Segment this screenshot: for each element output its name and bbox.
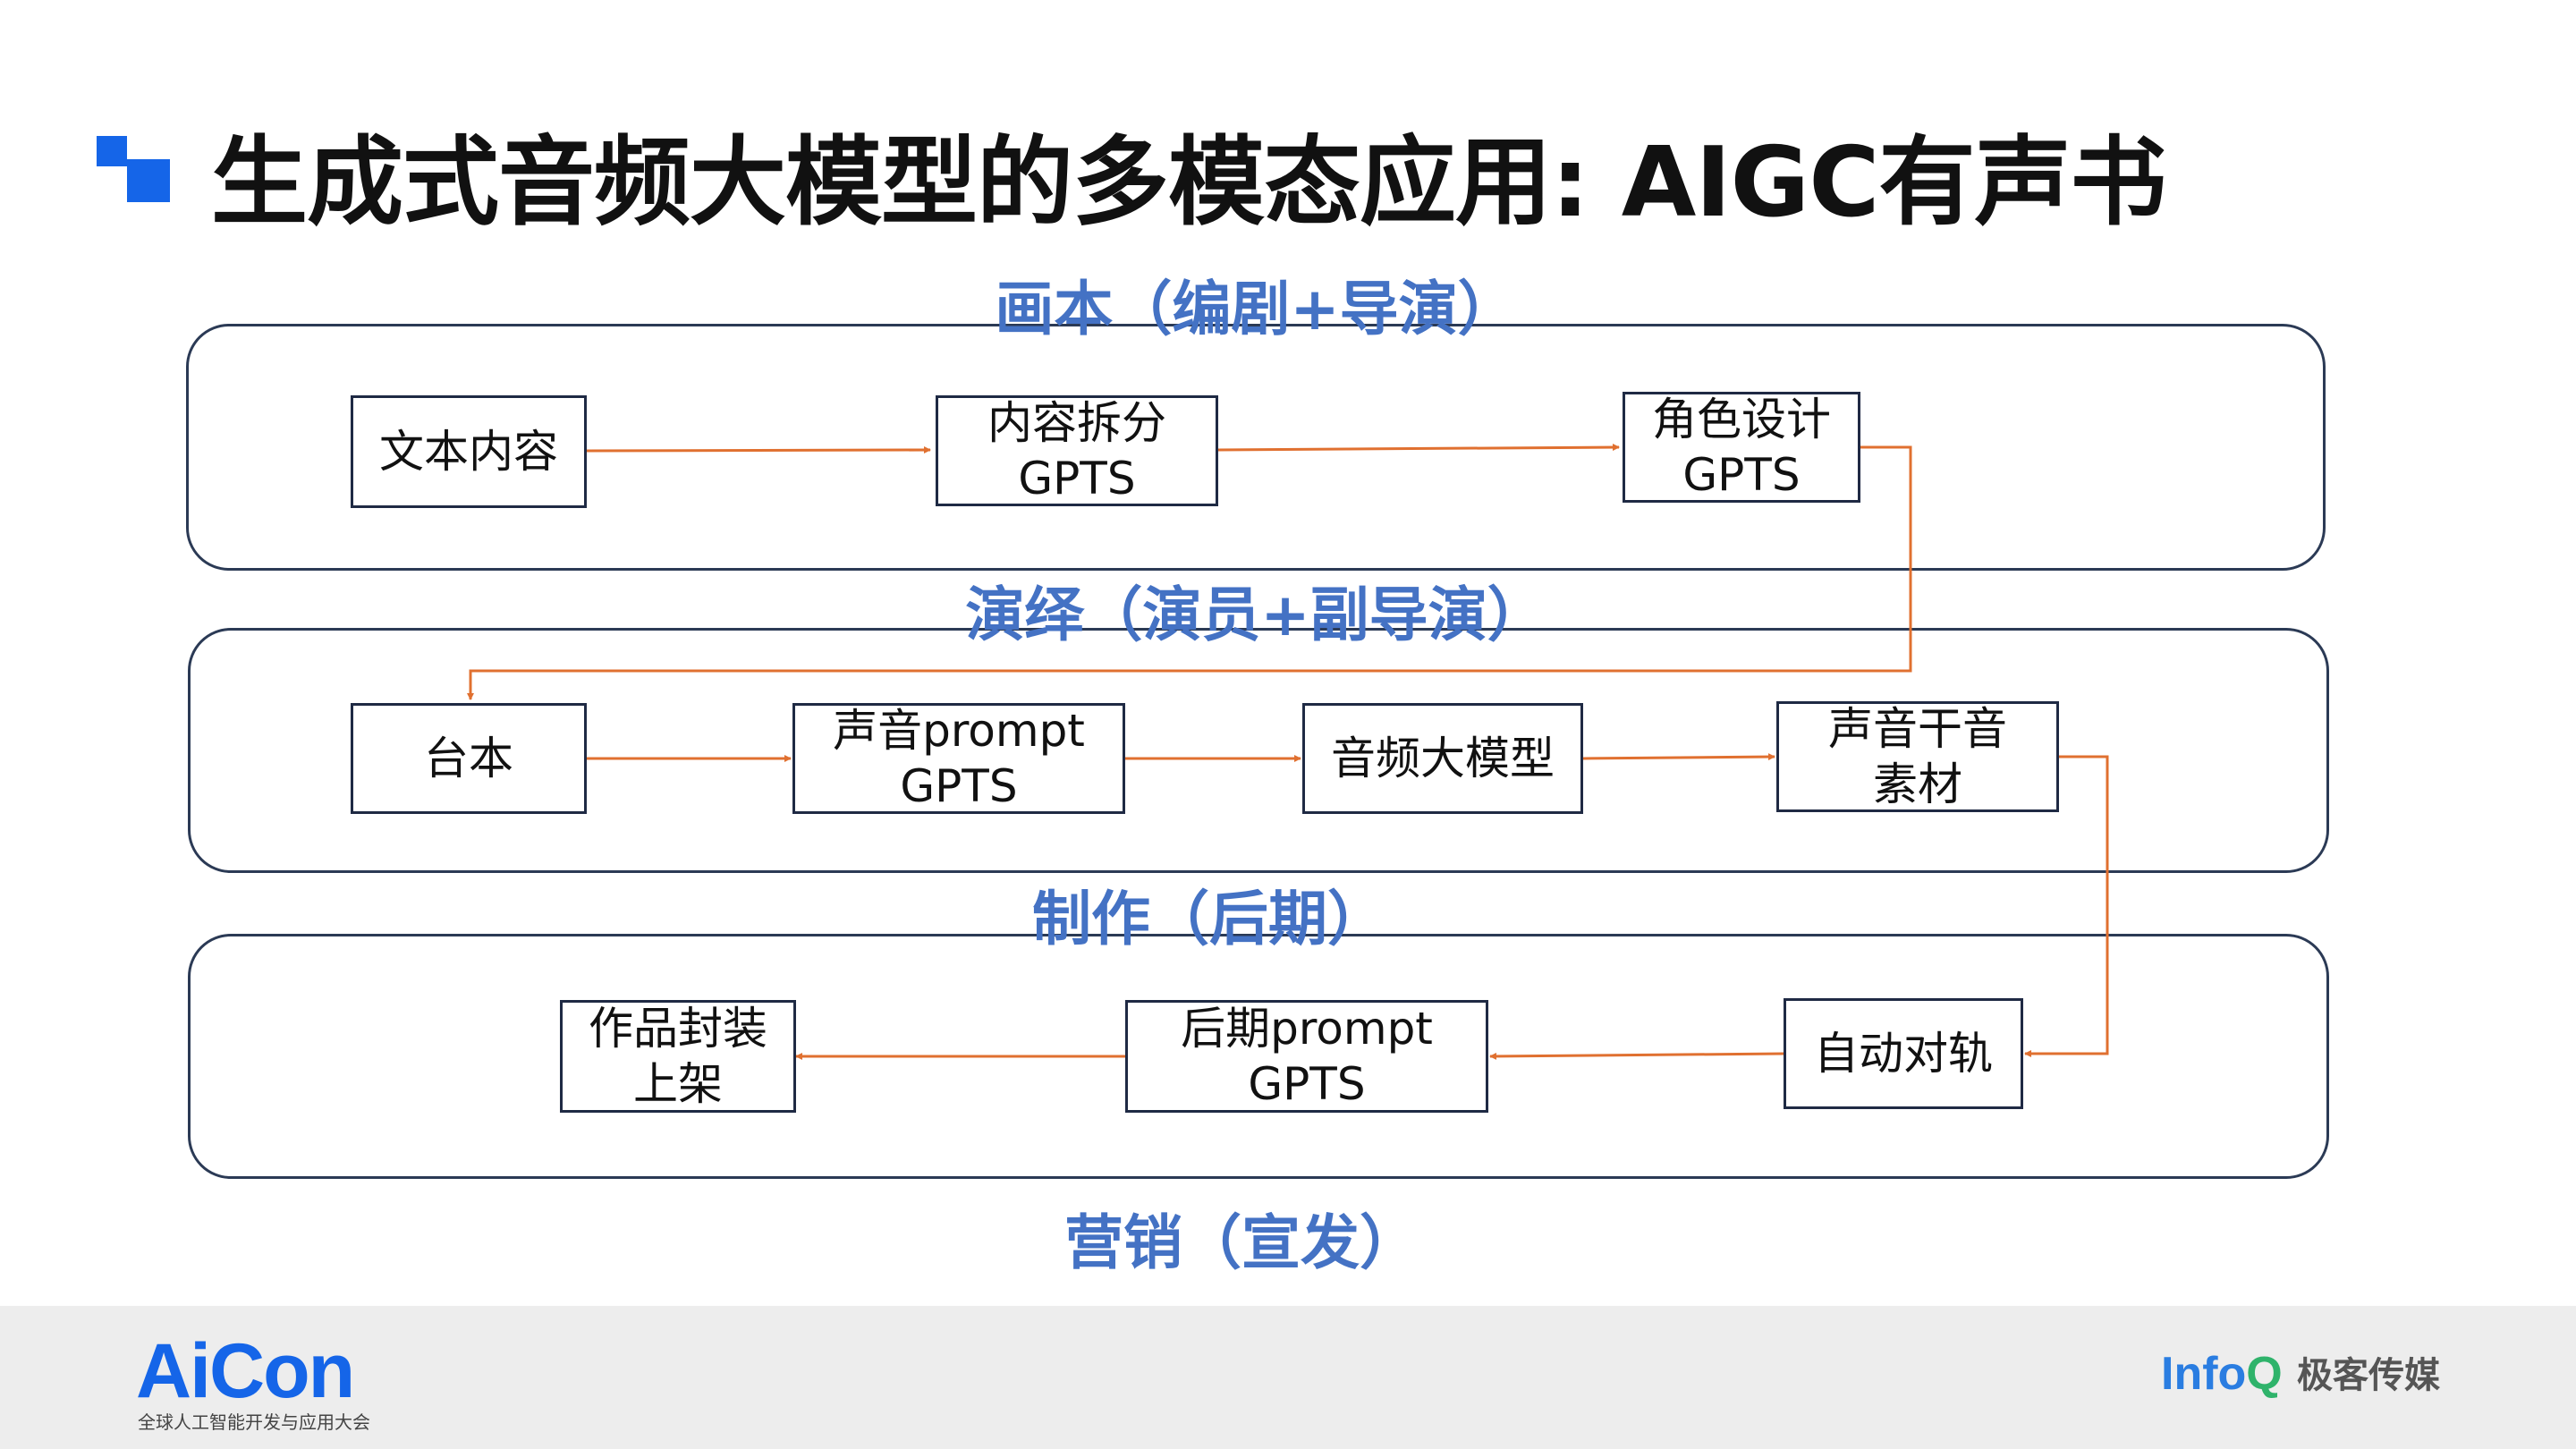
node-dry-voice: 声音干音 素材: [1776, 701, 2059, 812]
section-perform-label: 演绎（演员+副导演）: [965, 580, 1546, 649]
section-marketing-label: 营销（宣发）: [1064, 1208, 1419, 1277]
node-role-design: 角色设计 GPTS: [1623, 392, 1860, 503]
node-voice-prompt: 声音prompt GPTS: [792, 703, 1125, 814]
node-post-prompt: 后期prompt GPTS: [1125, 1000, 1488, 1113]
infoq-logo: InfoQ: [2161, 1348, 2283, 1400]
aicon-subtitle: 全球人工智能开发与应用大会: [138, 1411, 370, 1433]
aicon-logo: AiCon: [136, 1328, 355, 1414]
section-script-label: 画本（编剧+导演）: [995, 275, 1517, 343]
geekbang-media-logo: 极客传媒: [2297, 1355, 2440, 1396]
flow-connectors: [467, 444, 2109, 1060]
page-title: 生成式音频大模型的多模态应用: AIGC有声书: [211, 127, 2166, 239]
arrow-text-to-split: [586, 446, 931, 454]
arrow-role-to-script: [467, 445, 1912, 700]
arrow-align-to-post: [1489, 1052, 1784, 1060]
section-produce-label: 制作（后期）: [1032, 885, 1386, 953]
node-auto-align: 自动对轨: [1784, 998, 2023, 1109]
title-bullet-icon: [97, 136, 175, 215]
arrow-model-to-dry: [1582, 753, 1775, 761]
node-script-book: 台本: [351, 703, 587, 814]
footer-bar: AiCon 全球人工智能开发与应用大会 InfoQ 极客传媒: [0, 1306, 2576, 1449]
arrow-split-to-role: [1217, 444, 1620, 452]
node-content-split: 内容拆分 GPTS: [936, 395, 1218, 506]
node-audio-model: 音频大模型: [1302, 703, 1583, 814]
node-packaging: 作品封装 上架: [560, 1000, 796, 1113]
node-text-content: 文本内容: [351, 395, 587, 508]
arrow-dry-to-align: [2024, 755, 2109, 1057]
